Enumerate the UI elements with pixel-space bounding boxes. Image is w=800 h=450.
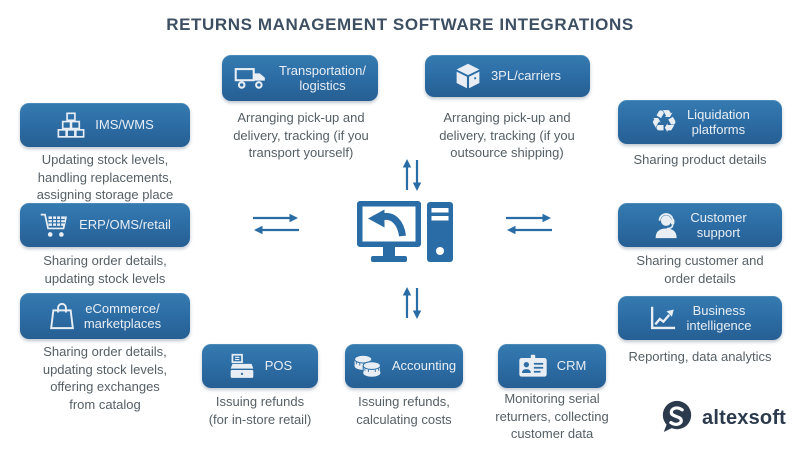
node-customer-support: Customer support xyxy=(618,203,782,247)
node-label: CRM xyxy=(556,358,587,374)
node-label: eCommerce/ marketplaces xyxy=(83,300,162,332)
horizontal-exchange-arrows-left xyxy=(253,212,299,241)
node-description: Reporting, data analytics xyxy=(628,349,772,364)
node-label: 3PL/carriers xyxy=(490,68,562,84)
node-ims-wms: IMS/WMS xyxy=(20,103,190,147)
vertical-exchange-arrows-bottom xyxy=(399,286,425,325)
node-label: IMS/WMS xyxy=(95,117,154,133)
node-transportation-logistics: Transportation/ logistics xyxy=(222,55,378,101)
node-description: Sharing product details xyxy=(633,152,767,167)
node-description: Issuing refunds (for in-store retail) xyxy=(208,394,312,427)
node-liquidation-platforms: ♻ Liquidation platforms xyxy=(618,100,782,144)
node-label: Business intelligence xyxy=(686,302,752,334)
altexsoft-logo-text: altexsoft xyxy=(702,407,787,429)
node-label: Transportation/ logistics xyxy=(279,62,366,94)
node-description: Sharing customer and order details xyxy=(636,253,764,286)
line-chart-icon xyxy=(648,305,677,332)
node-description: Sharing order details, updating stock le… xyxy=(42,344,168,412)
node-description: Arranging pick-up and delivery, tracking… xyxy=(233,110,369,160)
node-description: Sharing order details, updating stock le… xyxy=(43,253,167,286)
node-accounting: Accounting xyxy=(345,344,463,388)
recycle-icon: ♻ xyxy=(650,103,678,140)
node-pos: POS xyxy=(202,344,318,388)
vertical-exchange-arrows-top xyxy=(399,158,425,197)
node-label: ERP/OMS/retail xyxy=(79,217,171,233)
node-label: Customer support xyxy=(690,209,747,241)
node-description: Updating stock levels, handling replacem… xyxy=(36,152,174,202)
node-description: Arranging pick-up and delivery, tracking… xyxy=(439,110,575,160)
truck-icon xyxy=(234,66,270,91)
cash-register-icon xyxy=(228,353,256,380)
coins-icon xyxy=(352,353,383,379)
node-description: Monitoring serial returners, collecting … xyxy=(495,391,609,441)
page-title: RETURNS MANAGEMENT SOFTWARE INTEGRATIONS xyxy=(166,15,634,34)
id-card-icon xyxy=(518,354,548,378)
node-3pl-carriers: 3PL/carriers xyxy=(425,55,590,97)
shopping-bag-icon xyxy=(49,301,75,331)
headset-agent-icon xyxy=(653,211,681,239)
node-crm: CRM xyxy=(498,344,606,388)
stacked-boxes-icon xyxy=(56,111,86,139)
node-erp-oms-retail: ERP/OMS/retail xyxy=(20,203,190,247)
altexsoft-logo-icon xyxy=(660,399,694,438)
horizontal-exchange-arrows-right xyxy=(506,212,552,241)
node-ecommerce-marketplaces: eCommerce/ marketplaces xyxy=(20,293,190,339)
node-label: Liquidation platforms xyxy=(686,106,750,138)
returns-software-computer-icon xyxy=(357,201,453,272)
altexsoft-logo: altexsoft xyxy=(660,399,786,438)
node-label: POS xyxy=(264,358,293,374)
node-label: Accounting xyxy=(391,358,457,374)
shopping-cart-icon xyxy=(39,211,70,239)
node-business-intelligence: Business intelligence xyxy=(618,296,782,340)
package-icon xyxy=(454,62,482,90)
node-description: Issuing refunds, calculating costs xyxy=(356,394,452,427)
